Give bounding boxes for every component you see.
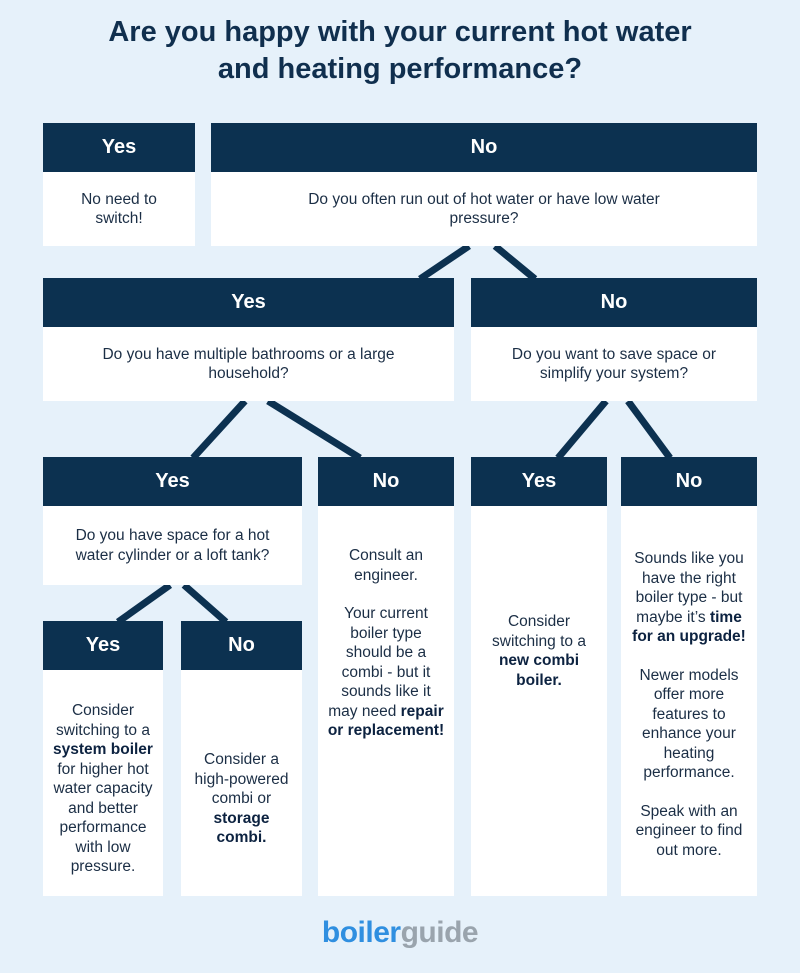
- node-l3-no-p2-bold: repair or replacement!: [327, 702, 445, 740]
- boilerguide-logo: boilerguide: [0, 916, 800, 950]
- connector-root-to-yes: [418, 243, 471, 282]
- node-l4-yes-body: Consider switching to a system boiler fo…: [43, 670, 163, 896]
- node-l3b-no-body: Sounds like you have the right boiler ty…: [621, 506, 757, 896]
- node-l3b-yes-body: Consider switching to a new combi boiler…: [471, 506, 607, 896]
- title-line-1: Are you happy with your current hot wate…: [108, 16, 692, 48]
- node-l4-no-bold: storage combi.: [213, 809, 270, 847]
- node-l3-yes-label: Yes: [43, 457, 302, 506]
- node-l3b-yes-text: Consider switching to a new combi boiler…: [479, 612, 599, 690]
- node-root-no-text: Do you often run out of hot water or hav…: [308, 190, 660, 228]
- node-l3-no-p2: Your current boiler type should be a com…: [326, 604, 446, 741]
- node-root-yes-label: Yes: [43, 123, 195, 172]
- node-l4-yes: Yes Consider switching to a system boile…: [43, 621, 163, 896]
- page-title: Are you happy with your current hot wate…: [0, 14, 800, 88]
- node-l4-no: No Consider a high-powered combi or stor…: [181, 621, 302, 896]
- node-l2-no-body: Do you want to save space or simplify yo…: [471, 327, 757, 401]
- node-l3b-yes-pre: Consider switching to a: [492, 613, 586, 650]
- node-l3b-no-p1-bold: time for an upgrade!: [632, 608, 746, 646]
- logo-part-guide: guide: [400, 916, 479, 949]
- node-l4-no-body: Consider a high-powered combi or storage…: [181, 670, 302, 896]
- node-l3b-no-p1-text: Sounds like you have the right boiler ty…: [634, 550, 744, 626]
- node-l3-no-p2-text: Your current boiler type should be a com…: [328, 605, 431, 720]
- node-l3-no-label: No: [318, 457, 454, 506]
- connector-l3yes-to-no: [181, 582, 229, 625]
- node-root-yes: Yes No need to switch!: [43, 123, 195, 246]
- node-l2-yes: Yes Do you have multiple bathrooms or a …: [43, 278, 454, 401]
- node-l2-yes-body: Do you have multiple bathrooms or a larg…: [43, 327, 454, 401]
- title-line-2: and heating performance?: [217, 53, 583, 85]
- node-l4-no-pre: Consider a high-powered combi or: [194, 751, 289, 807]
- node-l4-yes-bold: system boiler: [53, 741, 153, 758]
- node-l3-no-body: Consult an engineer. Your current boiler…: [318, 506, 454, 896]
- connector-l2yes-to-yes: [190, 398, 248, 461]
- node-l4-yes-pre: Consider switching to a: [56, 702, 150, 739]
- node-l3b-yes-bold: new combi boiler.: [498, 652, 580, 689]
- connector-l2yes-to-no: [266, 398, 362, 461]
- node-l2-yes-text: Do you have multiple bathrooms or a larg…: [102, 345, 395, 383]
- node-root-yes-text: No need to switch!: [81, 190, 157, 228]
- node-l2-yes-label: Yes: [43, 278, 454, 327]
- node-root-no-body: Do you often run out of hot water or hav…: [211, 172, 757, 246]
- node-l2-no-label: No: [471, 278, 757, 327]
- node-l3b-no-label: No: [621, 457, 757, 506]
- node-l3-yes-text: Do you have space for a hot water cylind…: [75, 527, 270, 564]
- connector-l2no-to-no: [625, 398, 673, 461]
- node-l3b-no-p3: Speak with an engineer to find out more.: [635, 802, 743, 859]
- node-l4-no-text: Consider a high-powered combi or storage…: [189, 750, 294, 848]
- node-l4-yes-post: for higher hot water capacity and better…: [53, 760, 153, 876]
- node-root-no: No Do you often run out of hot water or …: [211, 123, 757, 246]
- node-l3b-yes: Yes Consider switching to a new combi bo…: [471, 457, 607, 896]
- node-root-no-label: No: [211, 123, 757, 172]
- node-l3b-no-p2: Newer models offer more features to enha…: [639, 666, 739, 782]
- node-l3-yes: Yes Do you have space for a hot water cy…: [43, 457, 302, 585]
- node-l4-no-label: No: [181, 621, 302, 670]
- node-l2-no: No Do you want to save space or simplify…: [471, 278, 757, 401]
- node-l4-yes-text: Consider switching to a system boiler fo…: [51, 701, 155, 877]
- connector-l2no-to-yes: [555, 398, 609, 461]
- node-l3b-no-p1: Sounds like you have the right boiler ty…: [629, 549, 749, 647]
- node-l3-no-p1: Consult an engineer.: [348, 547, 424, 584]
- node-l3-yes-body: Do you have space for a hot water cylind…: [43, 506, 302, 585]
- node-l3b-no: No Sounds like you have the right boiler…: [621, 457, 757, 896]
- node-l2-no-text: Do you want to save space or simplify yo…: [511, 345, 717, 383]
- connector-root-to-no: [492, 243, 538, 282]
- logo-part-boiler: boiler: [321, 916, 401, 949]
- node-l3b-yes-label: Yes: [471, 457, 607, 506]
- node-l4-yes-label: Yes: [43, 621, 163, 670]
- node-root-yes-body: No need to switch!: [43, 172, 195, 246]
- node-l3-no: No Consult an engineer. Your current boi…: [318, 457, 454, 896]
- connector-l3yes-to-yes: [115, 582, 173, 625]
